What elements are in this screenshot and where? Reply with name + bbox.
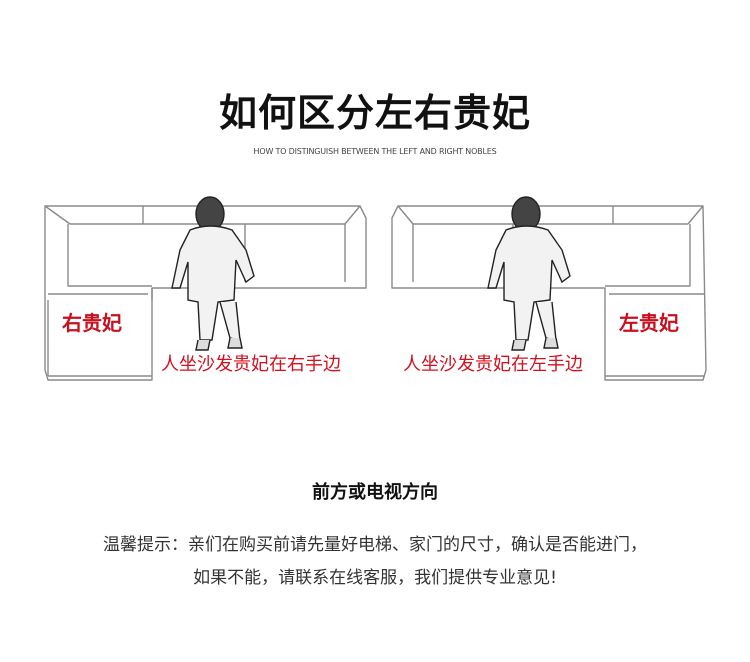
right-sofa-caption: 人坐沙发贵妃在左手边 (403, 354, 583, 375)
right-sofa-drawing (391, 196, 707, 381)
left-sofa-drawing (44, 196, 367, 381)
left-sofa-figure: 右贵妃 人坐沙发贵妃在右手边 (40, 190, 375, 390)
page-subtitle: HOW TO DISTINGUISH BETWEEN THE LEFT AND … (253, 147, 497, 156)
person-sketch (487, 196, 571, 351)
right-sofa-figure: 左贵妃 人坐沙发贵妃在左手边 (383, 190, 718, 390)
right-chaise-label: 左贵妃 (619, 311, 679, 335)
left-sofa-caption: 人坐沙发贵妃在右手边 (161, 354, 341, 375)
front-direction-label: 前方或电视方向 (312, 482, 438, 503)
tip-line-2: 如果不能，请联系在线客服，我们提供专业意见! (193, 568, 557, 588)
page-title: 如何区分左右贵妃 (218, 91, 531, 135)
person-sketch (171, 196, 255, 351)
left-chaise-label: 右贵妃 (62, 311, 122, 335)
tip-line-1: 温馨提示：亲们在购买前请先量好电梯、家门的尺寸，确认是否能进门， (103, 535, 647, 555)
